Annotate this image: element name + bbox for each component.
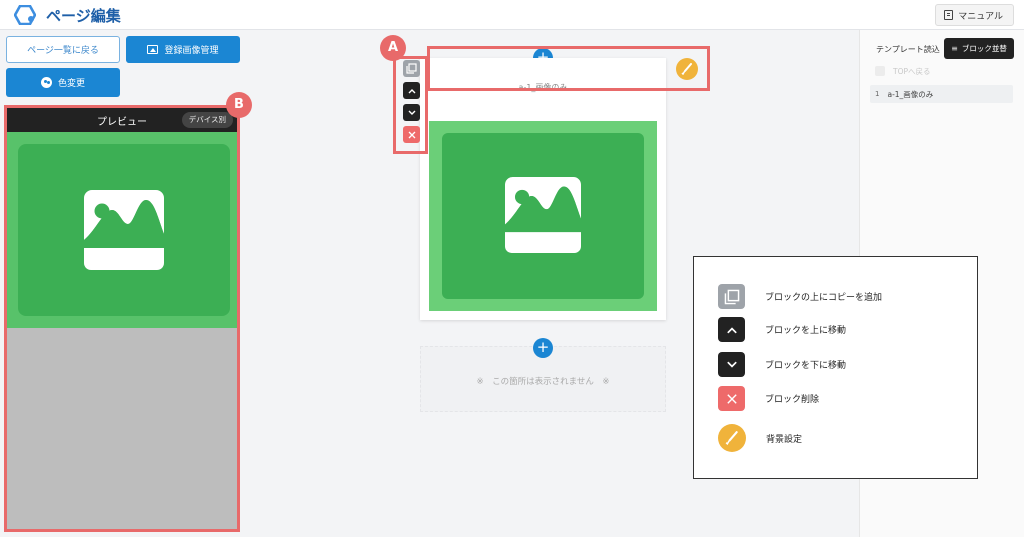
brush-icon — [718, 424, 746, 452]
palette-icon — [40, 77, 52, 88]
legend-label: ブロックを下に移動 — [765, 361, 847, 371]
block-background[interactable] — [429, 121, 657, 311]
chevron-down-icon — [408, 110, 415, 115]
document-icon — [944, 10, 954, 20]
legend-label: ブロックの上にコピーを追加 — [765, 293, 883, 303]
highlight-header — [427, 46, 710, 91]
legend-label: ブロックを上に移動 — [765, 326, 847, 336]
chevron-up-icon — [408, 88, 415, 93]
legend-item-move-down: ブロックを下に移動 — [718, 352, 846, 377]
block-name: a-1_画像のみ — [518, 83, 568, 92]
preview-header: プレビュー デバイス別 — [7, 108, 237, 132]
top-bar: ページ編集 マニュアル — [0, 0, 1024, 30]
preview-image-block — [7, 132, 237, 328]
tab-template-load[interactable]: テンプレート読込 — [876, 45, 940, 54]
move-down-button[interactable] — [403, 104, 420, 121]
delete-block-button[interactable] — [403, 126, 420, 143]
sidebar-item-label: a-1_画像のみ — [887, 89, 934, 99]
device-button[interactable]: デバイス別 — [181, 112, 233, 128]
sidebar-item-a1[interactable]: 1 a-1_画像のみ — [870, 85, 1013, 103]
copy-block-button[interactable] — [403, 60, 420, 77]
marker-a: A — [380, 35, 406, 61]
logo-icon — [14, 5, 36, 25]
close-icon — [408, 131, 415, 138]
sidebar-item-label: TOPへ戻る — [893, 66, 931, 76]
legend-item-copy: ブロックの上にコピーを追加 — [718, 284, 882, 309]
legend-item-background: 背景設定 — [718, 424, 802, 452]
hidden-area-text: ※ この箇所は表示されません ※ — [476, 377, 610, 387]
copy-icon — [718, 284, 745, 309]
image-manager-label: 登録画像管理 — [164, 46, 219, 56]
tab-block-sort[interactable]: ≡ ブロック並替 — [944, 38, 1014, 59]
manual-label: マニュアル — [958, 11, 1003, 22]
legend-label: 背景設定 — [766, 434, 803, 445]
color-change-label: 色変更 — [57, 79, 85, 89]
block-image[interactable] — [442, 133, 644, 299]
background-setting-button[interactable] — [676, 58, 698, 80]
preview-image — [18, 144, 230, 316]
highlight-tools — [393, 56, 428, 154]
preview-title: プレビュー — [97, 117, 147, 128]
legend-label: ブロック削除 — [765, 395, 820, 405]
legend-box: ブロックの上にコピーを追加 ブロックを上に移動 ブロックを下に移動 ブロック削除… — [693, 256, 978, 479]
editor-block: a-1_画像のみ — [420, 58, 666, 320]
copy-icon — [406, 63, 417, 74]
add-block-below-button[interactable]: + — [533, 338, 553, 358]
image-placeholder-icon — [84, 190, 164, 270]
brush-icon — [681, 63, 692, 75]
page-title: ページ編集 — [46, 7, 121, 25]
tab-block-sort-label: ブロック並替 — [961, 44, 1007, 53]
chevron-down-icon — [718, 352, 745, 377]
image-icon — [147, 45, 159, 54]
back-to-list-button[interactable]: ページ一覧に戻る — [6, 36, 120, 63]
manual-button[interactable]: マニュアル — [935, 4, 1014, 26]
sidebar-item-top[interactable]: TOPへ戻る — [870, 62, 1013, 80]
sort-icon: ≡ — [951, 44, 958, 53]
image-placeholder-icon — [505, 177, 581, 253]
chevron-up-icon — [718, 317, 745, 342]
legend-item-delete: ブロック削除 — [718, 386, 819, 411]
marker-b: B — [226, 92, 252, 118]
move-up-button[interactable] — [403, 82, 420, 99]
legend-item-move-up: ブロックを上に移動 — [718, 317, 846, 342]
sidebar-item-index: 1 — [875, 90, 880, 98]
square-icon — [875, 66, 885, 76]
preview-panel: プレビュー デバイス別 — [4, 105, 240, 532]
image-manager-button[interactable]: 登録画像管理 — [126, 36, 240, 63]
close-icon — [718, 386, 745, 411]
color-change-button[interactable]: 色変更 — [6, 68, 120, 97]
